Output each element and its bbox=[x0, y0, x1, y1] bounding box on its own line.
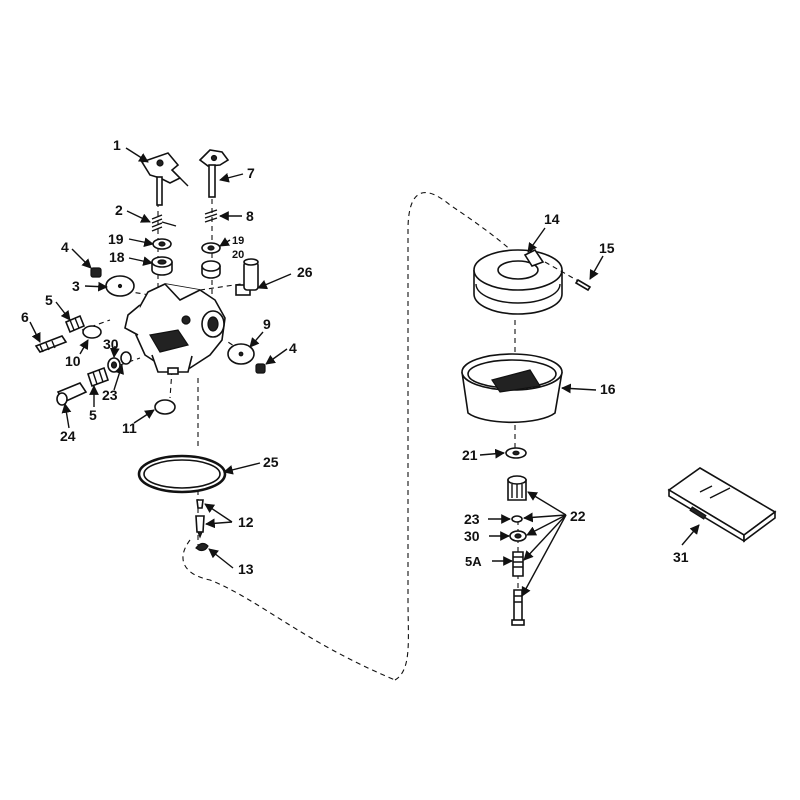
callout-24: 24 bbox=[60, 428, 76, 444]
callout-19-right: 19 bbox=[232, 235, 244, 247]
callout-5-upper: 5 bbox=[45, 292, 53, 308]
callout-23-right: 23 bbox=[464, 511, 480, 527]
callout-labels: 1 7 2 8 19 19 20 18 4 3 26 5 6 9 4 30 10… bbox=[21, 137, 689, 577]
screw-4-upper bbox=[90, 267, 102, 278]
washer-19-left bbox=[152, 238, 172, 250]
callout-16: 16 bbox=[600, 381, 616, 397]
fuel-fitting bbox=[235, 258, 259, 296]
screw-4-lower bbox=[255, 363, 266, 374]
spring-5-upper bbox=[64, 314, 86, 334]
washer-21 bbox=[505, 447, 527, 459]
callout-8: 8 bbox=[246, 208, 254, 224]
throttle-lever bbox=[140, 152, 189, 206]
leader-arrows bbox=[29, 147, 700, 597]
callout-7: 7 bbox=[247, 165, 255, 181]
callout-10: 10 bbox=[65, 353, 81, 369]
welch-plug-10 bbox=[82, 325, 102, 339]
washer-30-left bbox=[107, 357, 121, 373]
choke-lever bbox=[198, 149, 230, 198]
callout-6: 6 bbox=[21, 309, 29, 325]
callout-26: 26 bbox=[297, 264, 313, 280]
assembly-dashed-lines bbox=[81, 172, 521, 681]
callout-22: 22 bbox=[570, 508, 586, 524]
callout-20: 20 bbox=[232, 249, 244, 261]
callout-14: 14 bbox=[544, 211, 560, 227]
callout-5-lower: 5 bbox=[89, 407, 97, 423]
callout-13: 13 bbox=[238, 561, 254, 577]
callout-5A: 5A bbox=[465, 554, 482, 569]
idle-needle-6 bbox=[34, 335, 68, 353]
float-bowl-16 bbox=[461, 353, 563, 424]
spring-5-lower bbox=[86, 366, 110, 388]
callout-12: 12 bbox=[238, 514, 254, 530]
callout-21: 21 bbox=[462, 447, 478, 463]
callout-2: 2 bbox=[115, 202, 123, 218]
washer-23-left bbox=[120, 351, 132, 365]
callout-23-left: 23 bbox=[102, 387, 118, 403]
callout-30-right: 30 bbox=[464, 528, 480, 544]
callout-1: 1 bbox=[113, 137, 121, 153]
plug-11 bbox=[154, 399, 176, 415]
callout-30-left: 30 bbox=[103, 336, 119, 352]
bushing-18 bbox=[151, 256, 173, 276]
callout-11: 11 bbox=[122, 420, 137, 436]
callout-3: 3 bbox=[72, 278, 80, 294]
washer-19-right bbox=[201, 242, 221, 254]
float-14 bbox=[473, 248, 563, 315]
main-jet-5A bbox=[512, 551, 524, 577]
callout-4-lower: 4 bbox=[289, 340, 297, 356]
callout-19-left: 19 bbox=[108, 231, 124, 247]
main-needle-24 bbox=[56, 382, 88, 406]
choke-plate bbox=[105, 275, 135, 297]
spring-2 bbox=[151, 214, 177, 232]
main-jet-stem bbox=[511, 589, 525, 626]
bushing-20 bbox=[201, 260, 221, 279]
spring-8 bbox=[204, 209, 218, 223]
washer-23-right bbox=[511, 515, 523, 523]
gasket-kit-package bbox=[667, 467, 777, 543]
bowl-gasket-25 bbox=[137, 454, 227, 494]
float-pin-15 bbox=[544, 261, 592, 292]
callout-4-upper: 4 bbox=[61, 239, 69, 255]
clip-13 bbox=[195, 542, 209, 552]
carburetor-body bbox=[124, 283, 226, 375]
inlet-needle-12 bbox=[195, 499, 205, 539]
callout-18: 18 bbox=[109, 249, 125, 265]
callout-15: 15 bbox=[599, 240, 615, 256]
callout-25: 25 bbox=[263, 454, 279, 470]
washer-30-right bbox=[509, 530, 527, 542]
bowl-nut-22 bbox=[507, 475, 527, 501]
callout-9: 9 bbox=[263, 316, 271, 332]
choke-plate-9 bbox=[227, 343, 255, 365]
callout-31: 31 bbox=[673, 549, 689, 565]
